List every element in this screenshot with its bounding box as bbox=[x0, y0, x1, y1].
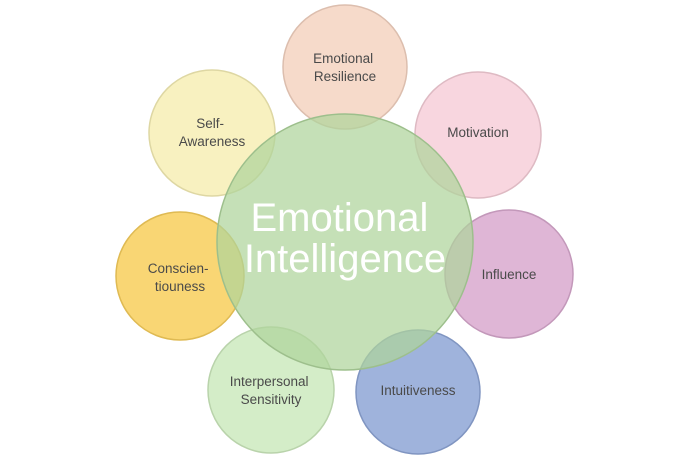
svg-text:Self- Awareness: Self- Awareness bbox=[179, 116, 246, 149]
center-title-line-1: Emotional bbox=[251, 196, 429, 240]
center-circle-group: Emotional Intelligence bbox=[216, 113, 474, 371]
bubble-conscientiousness: Conscien- tiouness bbox=[115, 211, 245, 341]
svg-text:Intuitiveness: Intuitiveness bbox=[380, 383, 455, 398]
bubble-interpersonal-sensitivity-label-line-2: Sensitivity bbox=[241, 392, 302, 407]
svg-text:Emotional Resilience: Emotional Resilience bbox=[313, 51, 377, 84]
svg-text:Influence: Influence bbox=[482, 267, 537, 282]
bubble-emotional-resilience: Emotional Resilience bbox=[282, 4, 408, 130]
svg-text:Motivation: Motivation bbox=[447, 125, 509, 140]
bubble-emotional-resilience-label-line-2: Resilience bbox=[314, 69, 376, 84]
bubble-intuitiveness-label-line-1: Intuitiveness bbox=[380, 383, 455, 398]
bubble-emotional-resilience-circle bbox=[282, 4, 408, 130]
bubble-self-awareness-label-line-2: Awareness bbox=[179, 134, 246, 149]
bubble-conscientiousness-label-line-2: tiouness bbox=[155, 279, 206, 294]
center-circle bbox=[216, 113, 474, 371]
bubble-interpersonal-sensitivity-label-line-1: Interpersonal bbox=[230, 374, 309, 389]
bubble-self-awareness-label-line-1: Self- bbox=[196, 116, 224, 131]
svg-text:Interpersonal Sensitivit: Interpersonal Sensitivity bbox=[230, 374, 313, 407]
bubble-influence-label-line-1: Influence bbox=[482, 267, 537, 282]
bubble-conscientiousness-label-line-1: Conscien- bbox=[148, 261, 209, 276]
svg-text:Emotional Intelligence: Emotional Intelligence bbox=[244, 196, 446, 281]
center-title-line-2: Intelligence bbox=[244, 237, 446, 281]
bubble-motivation-label-line-1: Motivation bbox=[447, 125, 509, 140]
bubble-emotional-resilience-label-line-1: Emotional bbox=[313, 51, 373, 66]
svg-text:Conscien- tiouness: Conscien- tiouness bbox=[148, 261, 213, 294]
